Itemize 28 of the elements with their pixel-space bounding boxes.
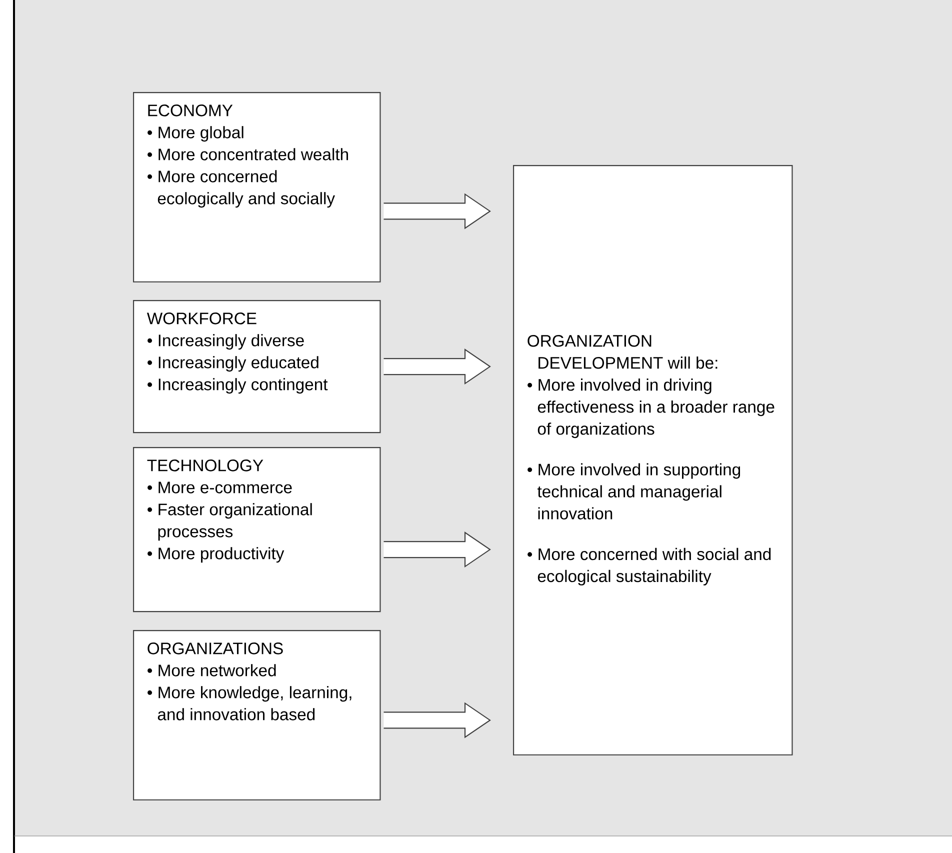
bullet-item: • More concentrated wealth (148, 148, 348, 160)
box-heading: TECHNOLOGY (147, 460, 264, 472)
bullet-item: • Increasingly educated (148, 356, 318, 372)
bullet-item: • More concerned with social and ecological sustainability (528, 548, 771, 586)
bullet-item: • Faster organizational processes (148, 503, 312, 541)
bullet-item: • More networked (148, 664, 276, 676)
block-arrow (383, 348, 491, 385)
text-box (133, 447, 381, 612)
text-box (133, 92, 381, 282)
bullet-item: • More knowledge, learning, and innovation based (148, 686, 352, 720)
box-heading: ECONOMY (148, 104, 233, 116)
block-arrow (383, 702, 491, 738)
bullet-item: • More involved in driving effectiveness in a broader range of organizations (528, 378, 774, 438)
bullet-item: • More involved in supporting technical and managerial innovation (528, 463, 740, 520)
box-heading: ORGANIZATION DEVELOPMENT will be: (528, 335, 718, 369)
text-box (513, 165, 793, 756)
bullet-item: • Increasingly contingent (148, 378, 328, 394)
bullet-item: • More e-commerce (148, 482, 292, 494)
block-arrow (383, 532, 491, 568)
block-arrow (383, 193, 491, 230)
box-heading: ORGANIZATIONS (148, 642, 283, 654)
bullet-item: • More concerned ecologically and socially (148, 170, 335, 208)
box-heading: WORKFORCE (146, 312, 256, 324)
text-box (133, 300, 381, 434)
bullet-item: • Increasingly diverse (148, 334, 304, 350)
text-box (133, 630, 381, 800)
bullet-item: • More global (148, 126, 244, 142)
bullet-item: • More productivity (148, 547, 284, 563)
